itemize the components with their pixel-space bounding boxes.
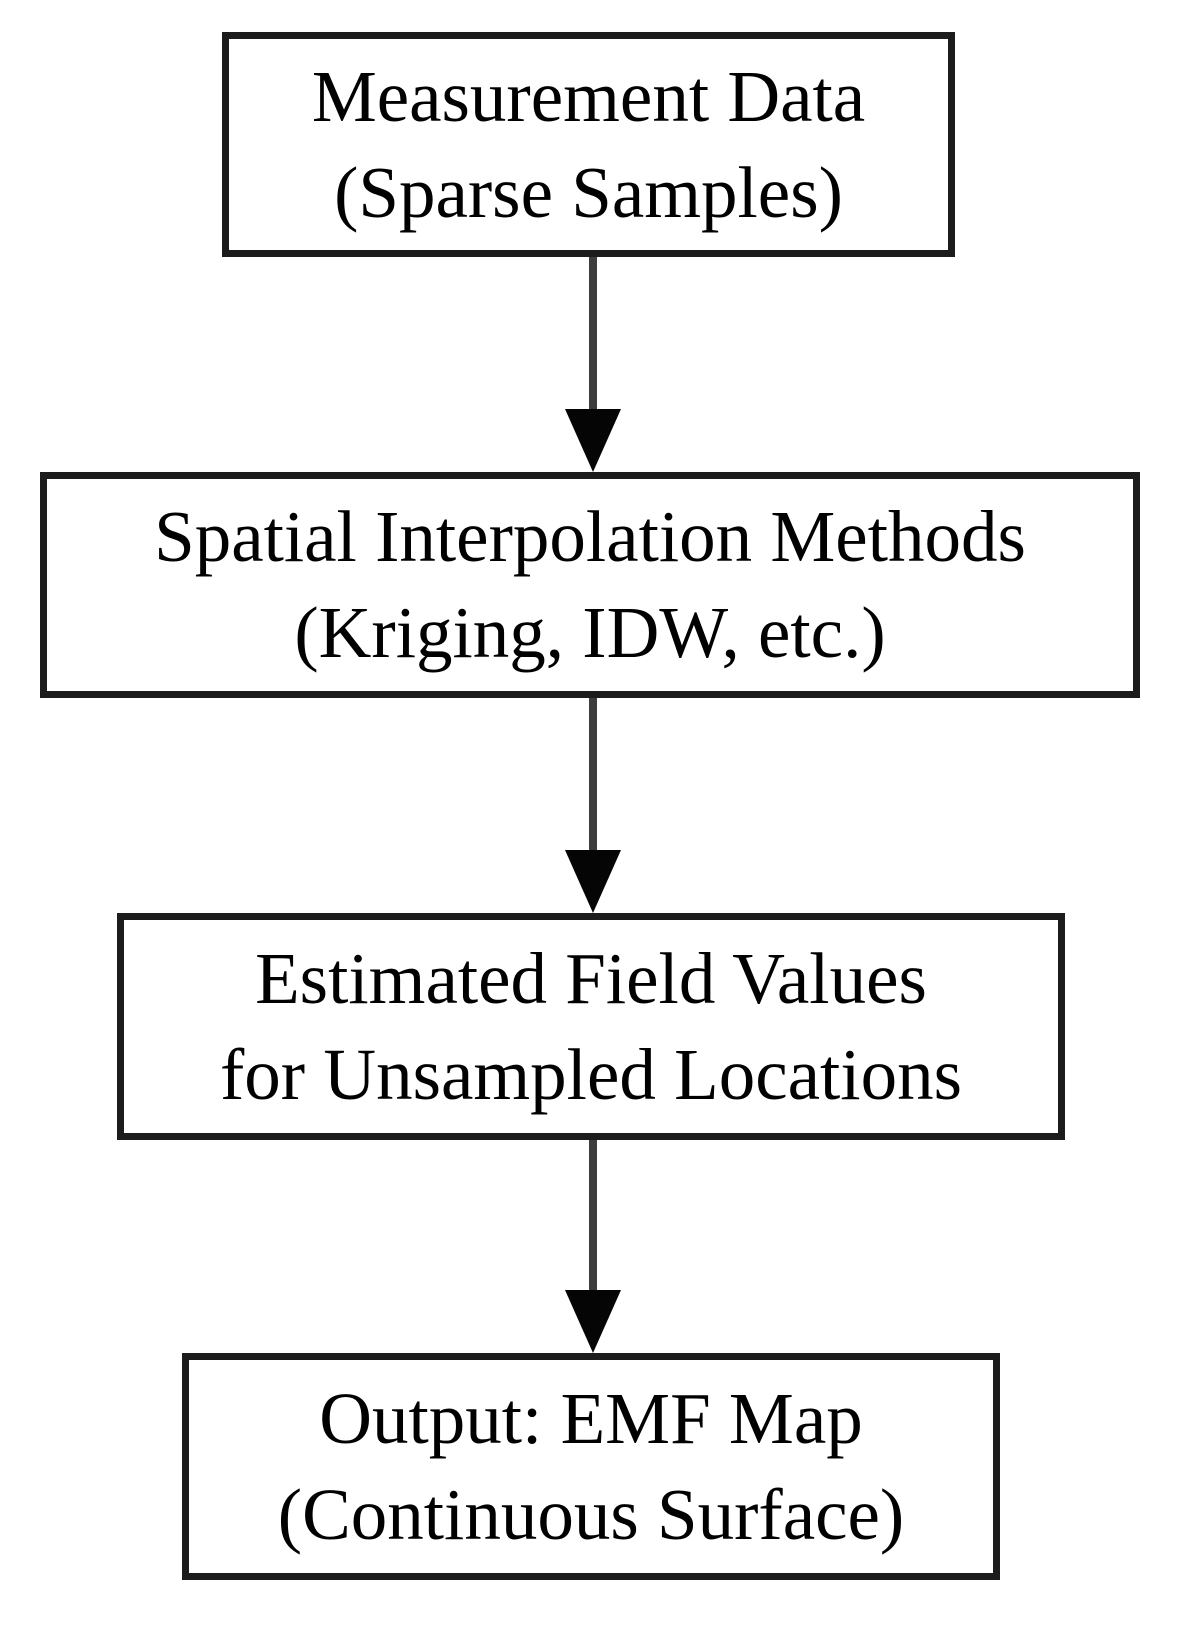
arrow-down-icon [565,850,621,913]
node-label-line: Estimated Field Values [255,937,927,1019]
arrow-shaft [589,1140,597,1290]
node-label-line: (Sparse Samples) [334,151,843,233]
node-estimated-field-values: Estimated Field Values for Unsampled Loc… [117,913,1065,1140]
edge-arrow-2 [565,698,621,913]
node-label-line: (Kriging, IDW, etc.) [294,592,886,673]
arrow-down-icon [565,409,621,472]
node-output-emf-map: Output: EMF Map (Continuous Surface) [182,1353,1000,1580]
node-label-line: Measurement Data [311,55,866,137]
arrow-shaft [589,698,597,850]
node-label-line: Output: EMF Map [319,1377,863,1459]
node-label-line: (Continuous Surface) [277,1473,905,1555]
arrow-down-icon [565,1290,621,1353]
arrow-shaft [589,257,597,409]
node-label-line: for Unsampled Locations [220,1033,962,1115]
node-label-line: Spatial Interpolation Methods [154,496,1026,577]
edge-arrow-3 [565,1140,621,1353]
edge-arrow-1 [565,257,621,472]
node-spatial-interpolation-methods: Spatial Interpolation Methods (Kriging, … [40,472,1140,698]
node-measurement-data: Measurement Data (Sparse Samples) [222,32,955,257]
